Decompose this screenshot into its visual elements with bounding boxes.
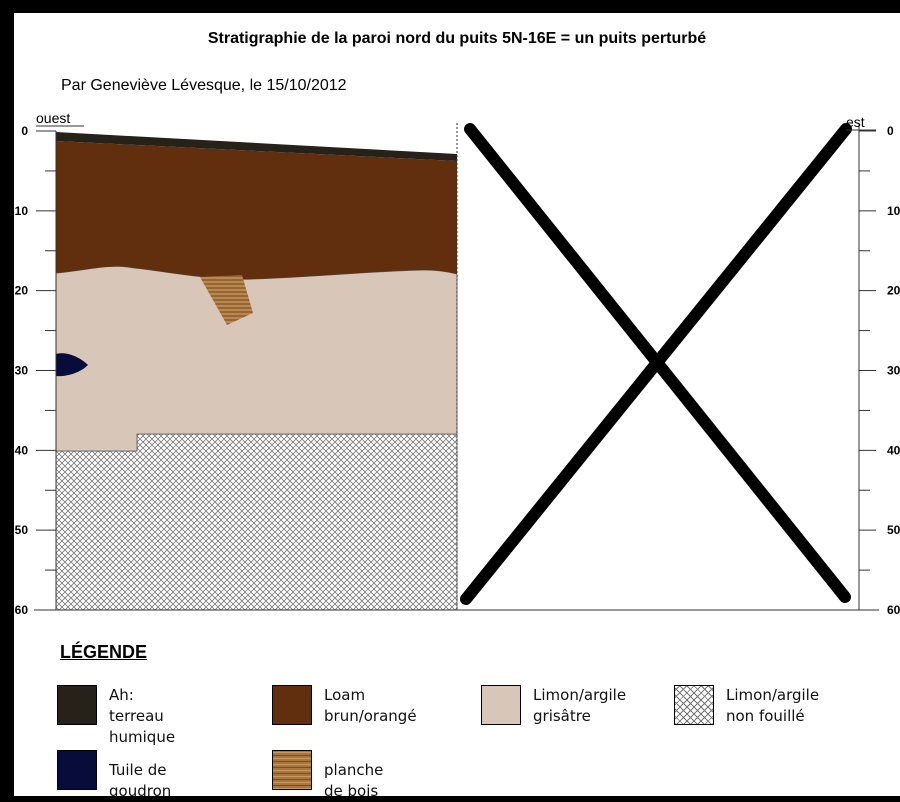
depth-tick-label: 20 (887, 284, 900, 298)
wood-plank (200, 275, 253, 325)
depth-tick-label: 40 (887, 443, 900, 457)
swatch-not-excavated (674, 685, 714, 725)
depth-tick-label: 30 (887, 364, 900, 378)
tar-tile (56, 353, 88, 377)
depth-tick-label: 0 (887, 124, 894, 138)
figure-title: Stratigraphie de la paroi nord du puits … (207, 30, 707, 47)
layer-not-excavated (55, 433, 458, 611)
swatch-tar-tile (57, 750, 97, 790)
swatch-grey-silt-clay (481, 685, 521, 725)
swatch-wood-plank (272, 750, 312, 790)
swatch-brown-loam (272, 685, 312, 725)
depth-tick-label: 10 (887, 204, 900, 218)
depth-tick-label: 50 (887, 523, 900, 537)
depth-tick-label: 60 (15, 603, 29, 617)
depth-tick-label: 20 (15, 284, 29, 298)
legend-label: Ah: terreau humique (109, 686, 176, 746)
depth-tick-label: 40 (15, 443, 29, 457)
depth-tick-label: 50 (15, 523, 29, 537)
legend-title: LÉGENDE (60, 642, 148, 662)
author-line: Par Geneviève Lévesque, le 15/10/2012 (61, 77, 347, 94)
depth-scale-right: 0 10 20 30 40 50 60 (859, 124, 900, 617)
depth-tick-label: 60 (887, 603, 900, 617)
east-label: est (846, 114, 865, 130)
layer-humic-topsoil (56, 132, 457, 161)
layer-grey-silt-clay (55, 265, 458, 452)
depth-tick-label: 10 (15, 204, 29, 218)
depth-tick-label: 30 (15, 364, 29, 378)
legend-label: Limon/argile grisâtre (533, 686, 627, 725)
legend-label: Limon/argile non fouillé (726, 686, 820, 725)
legend-label: Loam brun/orangé (324, 686, 417, 725)
swatch-humic-topsoil (57, 685, 97, 725)
cross-out-line (460, 123, 852, 605)
depth-scale-left: 0 10 20 30 40 50 60 (15, 124, 56, 617)
stratigraphy-profile: ouest est 0 10 20 30 40 50 60 0 10 20 30 40 50 60 (15, 110, 900, 617)
depth-tick-label: 0 (21, 124, 28, 138)
figure-canvas: Stratigraphie de la paroi nord du puits … (14, 13, 900, 800)
west-label: ouest (36, 110, 70, 126)
layer-brown-loam (56, 141, 457, 280)
